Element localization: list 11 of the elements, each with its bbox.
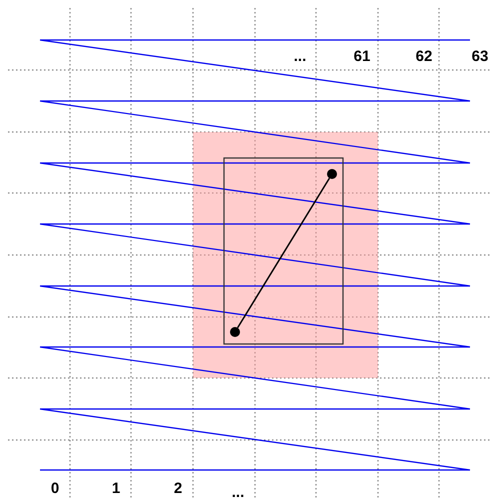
line-segment <box>236 178 330 328</box>
endpoint-dot <box>230 327 240 337</box>
column-index-label: 1 <box>112 481 120 497</box>
endpoint-dot <box>327 169 337 179</box>
column-index-label: ... <box>232 485 244 500</box>
column-index-label: 61 <box>354 49 370 65</box>
column-index-label: 63 <box>472 49 488 65</box>
column-index-label: ... <box>294 49 306 65</box>
column-index-label: 0 <box>50 481 60 497</box>
column-index-label: 2 <box>174 481 182 497</box>
column-index-label: 62 <box>416 49 432 65</box>
